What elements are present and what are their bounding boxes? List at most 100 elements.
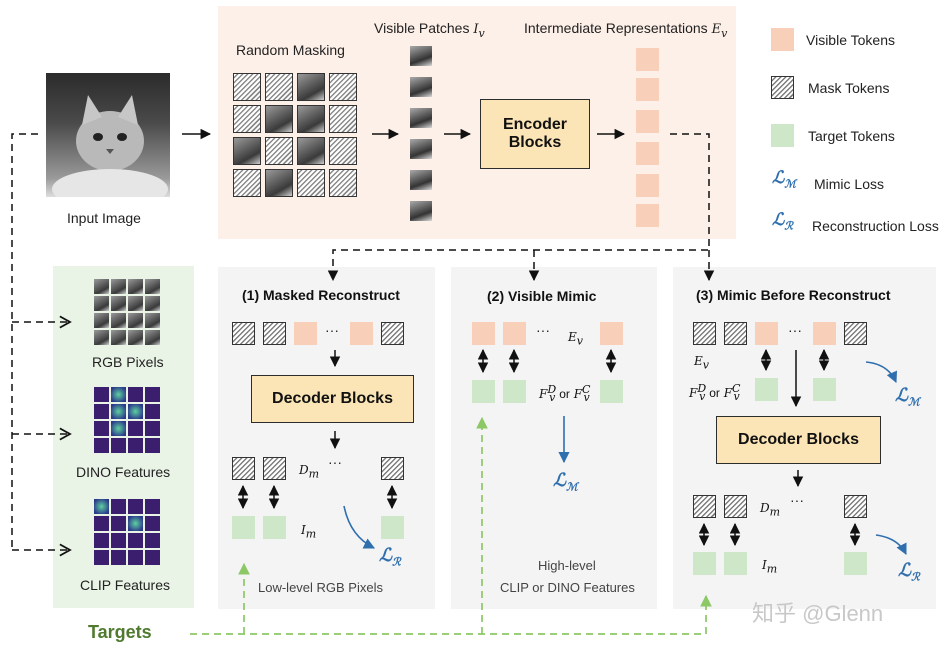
- clip-features-label: CLIP Features: [80, 577, 171, 593]
- rgb-patch: [128, 313, 143, 328]
- feature-patch: [128, 516, 143, 531]
- rgb-patch: [145, 330, 160, 345]
- panel3-title: (3) Mimic Before Reconstruct: [696, 287, 891, 303]
- feature-patch: [145, 421, 160, 436]
- reconstruction-loss-icon: ℒℛ: [898, 560, 920, 584]
- feature-patch: [94, 421, 109, 436]
- intermediate-token: [636, 204, 659, 227]
- reconstruction-loss-icon: ℒℛ: [379, 545, 401, 569]
- visible-patch: [297, 137, 325, 165]
- target-token: [724, 552, 747, 575]
- panel2-caption-2: CLIP or DINO Features: [500, 580, 635, 595]
- feature-patch: [128, 499, 143, 514]
- mask-token: [263, 322, 286, 345]
- feature-patch: [128, 404, 143, 419]
- masked-patch: [233, 105, 261, 133]
- visible-patch: [410, 139, 432, 159]
- visible-patch: [410, 201, 432, 221]
- dino-features-label: DINO Features: [76, 464, 171, 480]
- mask-token: [232, 457, 255, 480]
- feature-patch: [111, 387, 126, 402]
- rgb-patch: [94, 279, 109, 294]
- visible-patch: [410, 170, 432, 190]
- im-label: Im: [301, 523, 317, 541]
- feature-patch: [111, 516, 126, 531]
- visible-patch: [410, 108, 432, 128]
- visible-patch: [233, 137, 261, 165]
- feature-patch: [111, 499, 126, 514]
- panel2-title: (2) Visible Mimic: [487, 288, 597, 304]
- rgb-patch: [94, 296, 109, 311]
- legend-visible-swatch: [771, 28, 794, 51]
- rgb-patch: [145, 313, 160, 328]
- feature-patch: [94, 499, 109, 514]
- rgb-patch: [145, 296, 160, 311]
- visible-token: [294, 322, 317, 345]
- target-token: [844, 552, 867, 575]
- dino-feature-map-icon: [94, 387, 162, 455]
- legend-target-swatch: [771, 124, 794, 147]
- masked-patch: [329, 73, 357, 101]
- target-token: [693, 552, 716, 575]
- mask-token: [263, 457, 286, 480]
- visible-token: [350, 322, 373, 345]
- ellipsis: ···: [328, 454, 342, 470]
- visible-patch: [265, 105, 293, 133]
- feature-patch: [94, 516, 109, 531]
- rgb-patch: [94, 330, 109, 345]
- target-token: [600, 380, 623, 403]
- feature-patch: [111, 404, 126, 419]
- ellipsis: ···: [536, 322, 550, 338]
- legend-mimic-loss-icon: ℒℳ: [772, 168, 797, 191]
- masked-patch: [329, 137, 357, 165]
- feature-target-label: FDv or FCv: [689, 382, 741, 404]
- ellipsis: ···: [325, 322, 339, 338]
- mask-token: [232, 322, 255, 345]
- mask-token: [844, 322, 867, 345]
- feature-patch: [128, 438, 143, 453]
- feature-target-label: FDv or FCv: [539, 383, 591, 405]
- legend-reconstruction-loss-label: Reconstruction Loss: [812, 218, 939, 234]
- rgb-patch: [94, 313, 109, 328]
- legend-reconstruction-loss-icon: ℒℛ: [772, 210, 794, 233]
- rgb-pixels-icon: [94, 279, 162, 347]
- feature-patch: [145, 404, 160, 419]
- mask-token: [724, 322, 747, 345]
- rgb-patch: [128, 296, 143, 311]
- visible-patch: [410, 77, 432, 97]
- visible-token: [813, 322, 836, 345]
- feature-patch: [111, 550, 126, 565]
- visible-token: [755, 322, 778, 345]
- im-label: Im: [762, 558, 778, 576]
- ellipsis: ···: [788, 322, 802, 338]
- rgb-patch: [111, 313, 126, 328]
- rgb-patch: [111, 296, 126, 311]
- target-token: [813, 378, 836, 401]
- feature-patch: [128, 387, 143, 402]
- intermediate-token: [636, 174, 659, 197]
- panel1-caption: Low-level RGB Pixels: [258, 580, 383, 595]
- cat-image-icon: [52, 95, 168, 197]
- feature-patch: [111, 533, 126, 548]
- clip-feature-map-icon: [94, 499, 162, 567]
- feature-patch: [145, 550, 160, 565]
- rgb-patch: [128, 330, 143, 345]
- feature-patch: [111, 421, 126, 436]
- panel1-title: (1) Masked Reconstruct: [242, 287, 400, 303]
- intermediate-token: [636, 48, 659, 71]
- masked-patch: [265, 137, 293, 165]
- watermark: 知乎 @Glenn: [752, 601, 884, 626]
- feature-patch: [94, 533, 109, 548]
- dm-label: Dm: [760, 501, 781, 519]
- feature-patch: [94, 550, 109, 565]
- rgb-patch: [128, 279, 143, 294]
- visible-patch: [410, 46, 432, 66]
- feature-patch: [94, 387, 109, 402]
- mimic-loss-icon: ℒℳ: [895, 385, 920, 409]
- panel2-caption-1: High-level: [538, 558, 596, 573]
- target-token: [503, 380, 526, 403]
- visible-token: [600, 322, 623, 345]
- mask-token: [844, 495, 867, 518]
- feature-patch: [128, 533, 143, 548]
